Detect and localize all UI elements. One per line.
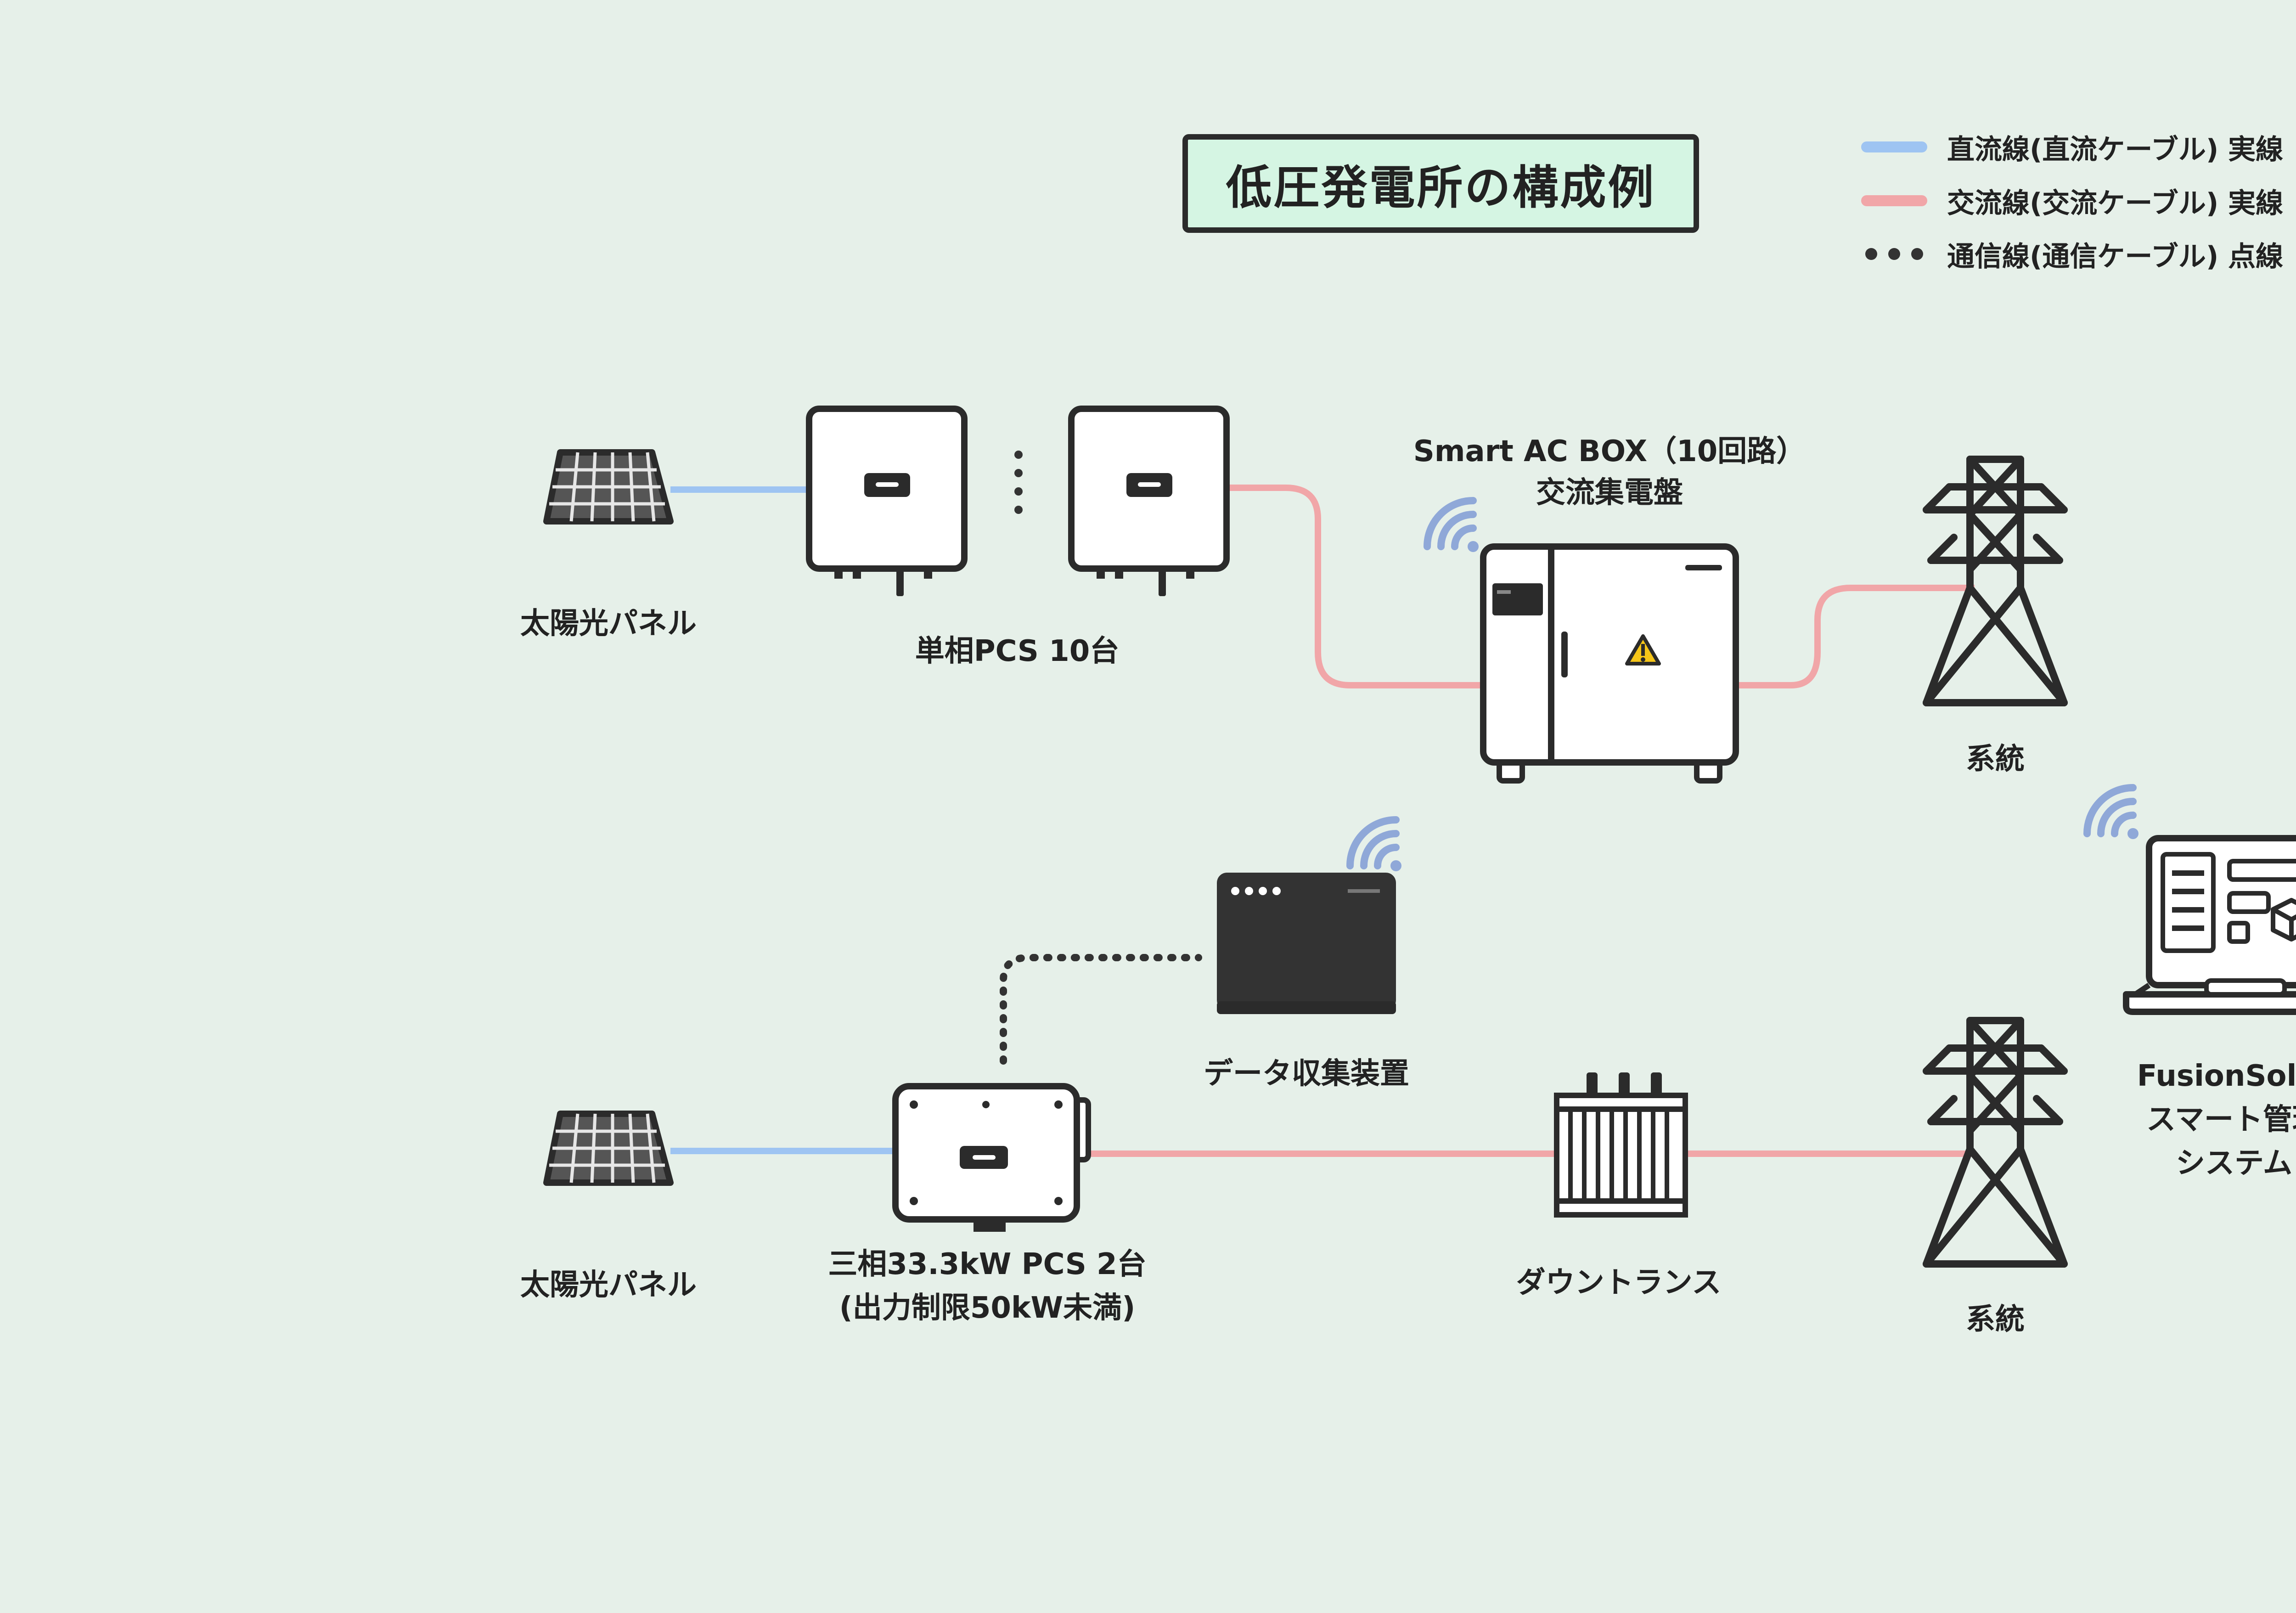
wifi-icon-collector <box>1346 816 1401 871</box>
label-grid-bottom: 系統 <box>1966 1303 2025 1337</box>
smart-ac-box <box>1480 543 1739 784</box>
legend-label-ac: 交流線(交流ケーブル) 実線 <box>1947 187 2284 220</box>
wifi-icon-acbox <box>1424 497 1479 552</box>
label-solar-panel-bottom: 太陽光パネル <box>520 1268 697 1302</box>
solar-panel-bottom <box>543 1111 674 1186</box>
ac-line-pcs-to-acbox <box>1229 485 1486 688</box>
grid-tower-bottom <box>1923 1017 2068 1268</box>
legend-label-comm: 通信線(通信ケーブル) 点線 <box>1947 240 2284 273</box>
diagram-title-box: 低圧発電所の構成例 <box>1182 134 1699 233</box>
legend-comm-line-sample <box>1865 248 1923 260</box>
label-down-transformer: ダウントランス <box>1516 1266 1722 1300</box>
laptop-monitoring-system <box>2123 835 2296 1015</box>
label-single-phase-pcs: 単相PCS 10台 <box>915 634 1120 668</box>
label-smart-ac-box-line1: Smart AC BOX（10回路） <box>1413 434 1806 468</box>
data-collector <box>1217 873 1396 1014</box>
legend-item-dc: 直流線(直流ケーブル) 実線 <box>1864 124 2283 170</box>
single-phase-pcs-10 <box>1068 406 1230 596</box>
single-phase-pcs-1 <box>806 406 968 596</box>
label-solar-panel-top: 太陽光パネル <box>520 607 697 641</box>
ac-line-acbox-to-grid <box>1736 585 1975 688</box>
label-grid-top: 系統 <box>1966 742 2025 776</box>
comm-line-pcs-to-collector <box>1000 954 1202 1065</box>
label-fusionsolar-line3: システム <box>2175 1146 2293 1180</box>
label-fusionsolar-line1: FusionSolar <box>2137 1059 2296 1093</box>
diagram-title: 低圧発電所の構成例 <box>1226 161 1656 214</box>
legend-label-dc: 直流線(直流ケーブル) 実線 <box>1947 133 2284 166</box>
ellipsis-dots <box>1014 451 1023 514</box>
legend-item-ac: 交流線(交流ケーブル) 実線 <box>1864 178 2283 224</box>
label-smart-ac-box-line2: 交流集電盤 <box>1536 476 1683 510</box>
solar-panel-top <box>543 449 674 525</box>
three-phase-pcs <box>892 1083 1091 1232</box>
label-fusionsolar-line2: スマート管理 <box>2146 1103 2296 1137</box>
label-three-phase-pcs-line2: (出力制限50kW未満) <box>839 1291 1136 1325</box>
wifi-icon-laptop <box>2083 784 2138 839</box>
label-data-collector: データ収集装置 <box>1204 1057 1409 1091</box>
legend-item-comm: 通信線(通信ケーブル) 点線 <box>1864 231 2283 277</box>
down-transformer <box>1554 1072 1688 1218</box>
grid-tower-top <box>1923 456 2068 706</box>
label-three-phase-pcs-line1: 三相33.3kW PCS 2台 <box>828 1247 1147 1281</box>
